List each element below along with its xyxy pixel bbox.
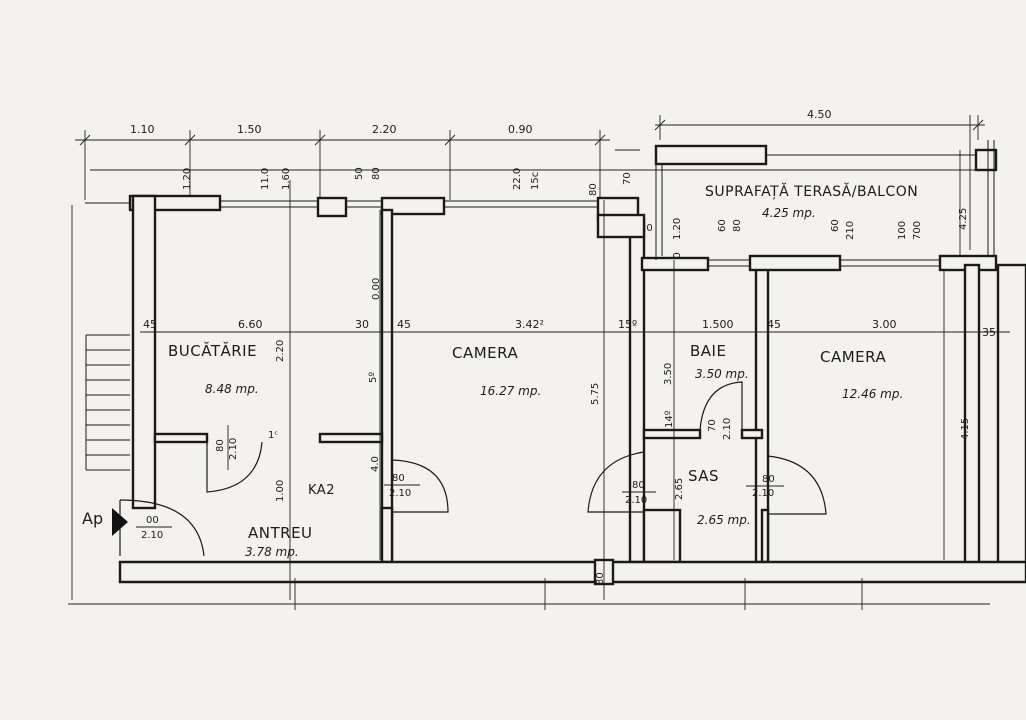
dim-30: 30 xyxy=(355,318,369,331)
door-labels: 80 2.10 00 2.10 80 2.10 70 2.10 80 2.10 … xyxy=(136,418,784,541)
dim-label: 1.00 xyxy=(275,480,286,502)
dim-label: 5º xyxy=(368,372,379,383)
sas-right-door-swing xyxy=(767,455,827,515)
room-area-camera-2: 12.46 mp. xyxy=(842,387,903,401)
door-width-label: 80 xyxy=(392,473,405,484)
dim-label: 60 xyxy=(830,219,841,232)
mid-dimension-line: 45 6.60 30 45 3.42² 15º 1.500 45 3.00 35 xyxy=(140,318,1010,339)
camera-door-swing xyxy=(391,459,449,513)
room-area-camera-1: 16.27 mp. xyxy=(480,384,541,398)
dim-6-60: 6.60 xyxy=(238,318,263,331)
dim-label: 60 xyxy=(717,219,728,232)
staircase xyxy=(85,334,130,471)
dim-label: 15c xyxy=(530,172,541,190)
baie-door-swing xyxy=(699,381,743,431)
dim-label: 4.15 xyxy=(960,418,971,440)
dim-1-10: 1.10 xyxy=(130,123,155,136)
dim-0-90: 0.90 xyxy=(508,123,533,136)
entrance-arrow-icon xyxy=(112,508,128,536)
dim-15: 15º xyxy=(618,318,637,331)
dim-label: 1ᶜ xyxy=(268,430,278,441)
room-name-bucatarie: BUCĂTĂRIE xyxy=(168,341,257,360)
room-labels: BUCĂTĂRIE 8.48 mp. CAMERA 16.27 mp. BAIE… xyxy=(168,182,918,559)
dim-label: 2.20 xyxy=(275,340,286,362)
entrance-door-swing xyxy=(119,499,205,557)
room-name-baie: BAIE xyxy=(690,342,726,360)
label-ka2: KA2 xyxy=(308,483,335,498)
dim-2-20: 2.20 xyxy=(372,123,397,136)
room-area-baie: 3.50 mp. xyxy=(695,367,749,381)
dim-label: 210 xyxy=(845,221,856,240)
walls xyxy=(85,140,1026,586)
door-width-label: 80 xyxy=(762,474,775,485)
door-height-label: 2.10 xyxy=(141,530,163,541)
window-dimension-labels: 1.20 11.0 1.60 50 80 22.0 15c 80 70 1.20… xyxy=(182,167,969,265)
room-name-camera-2: CAMERA xyxy=(820,348,886,366)
dim-label: 20 xyxy=(640,223,653,234)
dim-label: 50 xyxy=(354,167,365,180)
room-name-camera-1: CAMERA xyxy=(452,344,518,362)
sas-left-door-swing xyxy=(587,451,645,513)
door-height-label: 2.10 xyxy=(228,438,239,460)
door-width-label: 80 xyxy=(215,439,226,452)
dim-1-50: 1.50 xyxy=(237,123,262,136)
room-name-antreu: ANTREU xyxy=(248,524,313,542)
dim-label: 700 xyxy=(912,221,923,240)
top-dimension-lines xyxy=(75,115,990,260)
dim-label: 4.0 xyxy=(370,456,381,472)
dim-3-00: 3.00 xyxy=(872,318,897,331)
dim-3-42: 3.42² xyxy=(515,318,544,331)
dim-35: 35 xyxy=(982,326,996,339)
dim-label: 1.60 xyxy=(281,168,292,190)
dim-label: 100 xyxy=(897,221,908,240)
dim-label: 5.75 xyxy=(590,383,601,405)
dim-label: 4.25 xyxy=(958,208,969,230)
dim-label: 30 xyxy=(595,572,606,585)
room-name-terasa: SUPRAFAȚĂ TERASĂ/BALCON xyxy=(705,182,918,200)
dim-label: 70 xyxy=(622,172,633,185)
entrance-label: Ap xyxy=(82,509,103,528)
kitchen-door-swing xyxy=(206,441,263,493)
dim-label: 80 xyxy=(371,167,382,180)
door-width-label: 80 xyxy=(632,480,645,491)
room-name-sas: SAS xyxy=(688,467,719,485)
dim-4-50: 4.50 xyxy=(807,108,832,121)
dim-label: 1.20 xyxy=(182,168,193,190)
dim-1-500: 1.500 xyxy=(702,318,734,331)
dim-45-left: 45 xyxy=(143,318,157,331)
dim-label: 80 xyxy=(732,219,743,232)
room-area-antreu: 3.78 mp. xyxy=(245,545,299,559)
dim-label: 0.00 xyxy=(371,278,382,300)
dim-label: 80 xyxy=(588,183,599,196)
door-height-label: 2.10 xyxy=(752,488,774,499)
top-dimension-labels: 1.10 1.50 2.20 0.90 4.50 xyxy=(130,108,832,136)
room-area-bucatarie: 8.48 mp. xyxy=(205,382,259,396)
dim-label: 3.50 xyxy=(663,363,674,385)
door-width-label: 70 xyxy=(707,419,718,432)
dim-45-right: 45 xyxy=(767,318,781,331)
door-height-label: 2.10 xyxy=(389,488,411,499)
room-area-terasa: 4.25 mp. xyxy=(762,206,816,220)
dim-45-mid: 45 xyxy=(397,318,411,331)
dim-label: 1.20 xyxy=(672,218,683,240)
door-height-label: 2.10 xyxy=(722,418,733,440)
dim-label: 14º xyxy=(664,410,675,428)
dim-label: 11.0 xyxy=(260,168,271,190)
dim-label: 2.65 xyxy=(674,478,685,500)
room-area-sas: 2.65 mp. xyxy=(697,513,751,527)
doors xyxy=(119,381,827,557)
entrance-marker: Ap xyxy=(82,508,128,536)
vertical-dimension-lines: 0.00 2.20 5º 4.0 5.75 3.50 14º 1.00 2.65… xyxy=(68,180,990,610)
door-width-label: 00 xyxy=(146,515,159,526)
dim-label: 22.0 xyxy=(512,168,523,190)
door-height-label: 2.10 xyxy=(625,495,647,506)
